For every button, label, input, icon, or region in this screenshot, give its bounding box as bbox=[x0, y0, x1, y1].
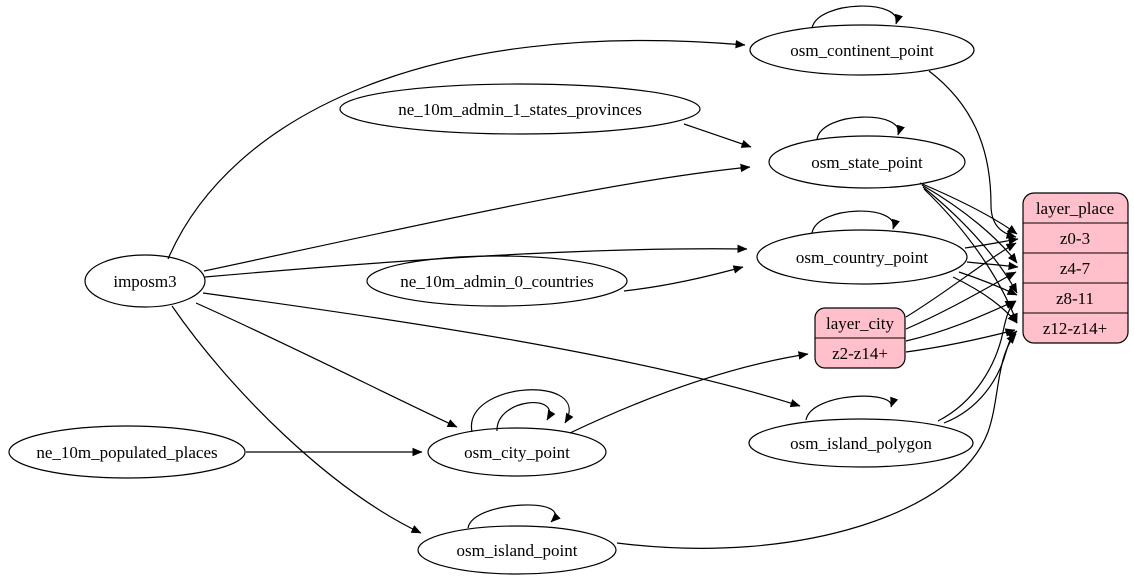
layer-place-row-z4-7: z4-7 bbox=[1060, 259, 1091, 278]
ne-10m-admin-1-label: ne_10m_admin_1_states_provinces bbox=[398, 100, 642, 119]
osm-country-point-label: osm_country_point bbox=[796, 248, 928, 267]
edge-osm_island_point-self-loop bbox=[467, 504, 561, 529]
layer-place-row-z12-z14: z12-z14+ bbox=[1043, 319, 1107, 338]
edge-osm_state_point-layer_place-z0-3 bbox=[919, 182, 1018, 235]
osm-state-point-label: osm_state_point bbox=[811, 153, 923, 172]
edge-layer_city-layer_place-z8-11 bbox=[905, 300, 1016, 342]
osm-country-point-ellipse bbox=[756, 229, 968, 285]
node-osm-continent-point bbox=[749, 24, 975, 76]
edge-layer_city-layer_place-z12-z14 bbox=[905, 328, 1016, 353]
edge-osm_continent_point-self-loop bbox=[811, 5, 903, 29]
edge-osm_country_point-self-loop bbox=[811, 210, 900, 234]
edge-osm_city_point-self-loop-inner bbox=[496, 402, 556, 432]
osm-island-polygon-label: osm_island_polygon bbox=[790, 434, 932, 453]
node-osm-state-point bbox=[768, 135, 966, 189]
edge-layer_city-layer_place-z4-7 bbox=[905, 271, 1017, 330]
edge-imposm3-osm_state_point bbox=[203, 163, 751, 272]
node-ne-10m-populated-places bbox=[8, 425, 246, 479]
edge-layer_city-layer_place-z0-3 bbox=[905, 242, 1017, 318]
edge-imposm3-osm_island_polygon bbox=[202, 292, 801, 408]
node-imposm3 bbox=[84, 254, 206, 308]
layer-city-header-label: layer_city bbox=[826, 314, 894, 333]
osm-state-point-ellipse bbox=[768, 135, 966, 189]
edge-osm_country_point-layer_place-z0-3 bbox=[964, 236, 1019, 249]
edge-ne_10m_admin_0_countries-osm_country_point bbox=[623, 265, 744, 292]
edge-osm_state_point-self-loop bbox=[816, 116, 905, 140]
layer-place-header-label: layer_place bbox=[1036, 199, 1114, 218]
ne-10m-populated-places-ellipse bbox=[8, 425, 246, 479]
edge-osm_state_point-layer_place-z8-11 bbox=[922, 186, 1018, 294]
osm-city-point-label: osm_city_point bbox=[464, 443, 570, 462]
edge-osm_island_polygon-self-loop bbox=[805, 395, 899, 421]
osm-island-point-ellipse bbox=[417, 525, 617, 575]
imposm3-ellipse bbox=[84, 254, 206, 308]
layer-place-row-z8-11: z8-11 bbox=[1056, 289, 1094, 308]
osm-island-point-label: osm_island_point bbox=[457, 541, 578, 560]
node-osm-island-point bbox=[417, 525, 617, 575]
edge-osm_island_point-layer_place-z12-z14 bbox=[616, 333, 1017, 549]
ne-10m-admin-1-ellipse bbox=[339, 83, 701, 135]
edge-osm_country_point-layer_place-z12-z14 bbox=[952, 276, 1018, 324]
layer-place-box bbox=[1022, 192, 1129, 344]
osm-continent-point-ellipse bbox=[749, 24, 975, 76]
edge-osm_island_polygon-layer_place-z8-11 bbox=[937, 300, 1017, 422]
layer-city-row-z2-z14: z2-z14+ bbox=[832, 344, 888, 363]
osm-island-polygon-ellipse bbox=[748, 418, 974, 468]
node-layer-city bbox=[814, 307, 906, 369]
osm-city-point-ellipse bbox=[427, 427, 607, 477]
edge-osm_city_point-self-loop-outer bbox=[471, 389, 574, 433]
node-osm-city-point bbox=[427, 427, 607, 477]
edge-imposm3-osm_continent_point bbox=[167, 39, 746, 260]
edge-osm_state_point-layer_place-z4-7 bbox=[921, 184, 1018, 264]
edge-osm_country_point-layer_place-z8-11 bbox=[958, 271, 1018, 296]
edge-osm_continent_point-layer_place-z0-3 bbox=[928, 70, 1017, 239]
edge-ne_10m_admin_1_states_provinces-osm_state_point bbox=[683, 123, 752, 148]
edge-imposm3-osm_country_point bbox=[204, 244, 748, 278]
node-osm-island-polygon bbox=[748, 418, 974, 468]
edge-imposm3-osm_city_point bbox=[195, 302, 458, 428]
node-ne-10m-admin-1-states-provinces bbox=[339, 83, 701, 135]
node-layer-place bbox=[1022, 192, 1129, 344]
edge-osm_country_point-layer_place-z4-7 bbox=[966, 261, 1019, 271]
labels: imposm3 ne_10m_admin_1_states_provinces … bbox=[36, 41, 1114, 560]
ne-10m-admin-0-label: ne_10m_admin_0_countries bbox=[400, 272, 594, 291]
node-osm-country-point bbox=[756, 229, 968, 285]
edge-osm_island_polygon-layer_place-z12-z14 bbox=[943, 330, 1018, 424]
edge-osm_city_point-layer_city-z2-z14 bbox=[569, 351, 809, 434]
edges bbox=[167, 5, 1019, 549]
layer-place-row-z0-3: z0-3 bbox=[1060, 229, 1090, 248]
osm-continent-point-label: osm_continent_point bbox=[790, 41, 934, 60]
edge-imposm3-osm_island_point bbox=[171, 305, 422, 534]
imposm3-label: imposm3 bbox=[113, 272, 176, 291]
ne-10m-populated-places-label: ne_10m_populated_places bbox=[36, 443, 217, 462]
